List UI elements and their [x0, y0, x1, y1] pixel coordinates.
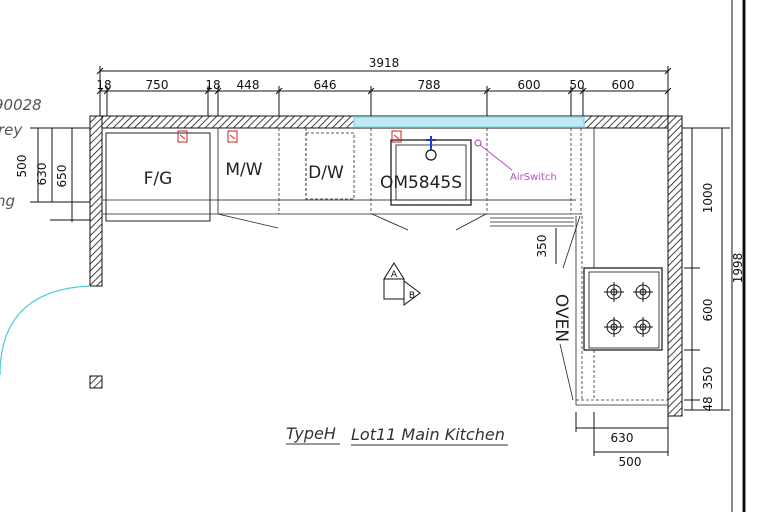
- dim-right-1998: 1998: [731, 253, 745, 284]
- dim-top-6: 788: [418, 78, 441, 92]
- dim-right-1000: 1000: [701, 183, 715, 214]
- fridge-label: F/G: [144, 169, 173, 189]
- bottom-dimensions: 630 500: [575, 412, 669, 469]
- dishwasher-outline: [305, 132, 355, 200]
- air-switch-label: AirSwitch: [510, 172, 557, 183]
- dim-top-7: 600: [518, 78, 541, 92]
- dim-350-side: 350: [535, 235, 549, 258]
- left-edge-text-3: ng: [0, 192, 15, 210]
- caption-title: Lot11 Main Kitchen: [351, 425, 505, 444]
- dim-bottom-500: 500: [619, 455, 642, 469]
- dim-left-650: 650: [55, 165, 69, 188]
- view-marker-icon: A B: [383, 262, 421, 306]
- dim-top-5: 646: [314, 78, 337, 92]
- air-switch-icon: [474, 139, 482, 147]
- dim-right-350: 350: [701, 367, 715, 390]
- dim-top-2: 750: [146, 78, 169, 92]
- left-edge-text-1: 90028: [0, 96, 42, 114]
- right-cabinets: [559, 128, 668, 406]
- door-swing-arc: [0, 285, 91, 376]
- dim-left-500: 500: [15, 155, 29, 178]
- left-dimensions: 500 630 650: [15, 127, 90, 222]
- power-point-icons: [177, 130, 402, 143]
- fridge-outline: [105, 132, 211, 222]
- view-marker-b: B: [409, 291, 415, 301]
- burner-icons: [604, 282, 653, 337]
- dim-top-9: 600: [612, 78, 635, 92]
- dim-bottom-630: 630: [611, 431, 634, 445]
- dim-top-4: 448: [237, 78, 260, 92]
- dim-top-3: 18: [205, 78, 220, 92]
- dim-top-8: 50: [569, 78, 584, 92]
- oven-label: OVEN: [551, 294, 571, 342]
- air-switch-leader: [479, 144, 513, 171]
- dim-left-630: 630: [35, 163, 49, 186]
- walls: [89, 115, 683, 417]
- dim-overall-width: 3918: [369, 56, 400, 70]
- top-dimensions: 3918 18 750 18 448 646 788 600 50 600: [96, 56, 672, 118]
- right-dimensions: 1000 1998 600 350 48: [682, 127, 745, 412]
- view-marker-a: A: [391, 270, 398, 280]
- window: [353, 116, 585, 128]
- dim-top-1: 18: [96, 78, 111, 92]
- dim-right-600: 600: [701, 299, 715, 322]
- cooktop: [583, 267, 663, 351]
- microwave-label: M/W: [225, 160, 262, 180]
- caption-type: TypeH: [286, 424, 336, 443]
- left-edge-text-2: rey: [0, 121, 23, 139]
- dim-right-48: 48: [701, 396, 715, 411]
- sink-model-label: OM5845S: [380, 173, 462, 193]
- sink-drain-icon: [425, 149, 437, 161]
- dishwasher-label: D/W: [308, 163, 344, 183]
